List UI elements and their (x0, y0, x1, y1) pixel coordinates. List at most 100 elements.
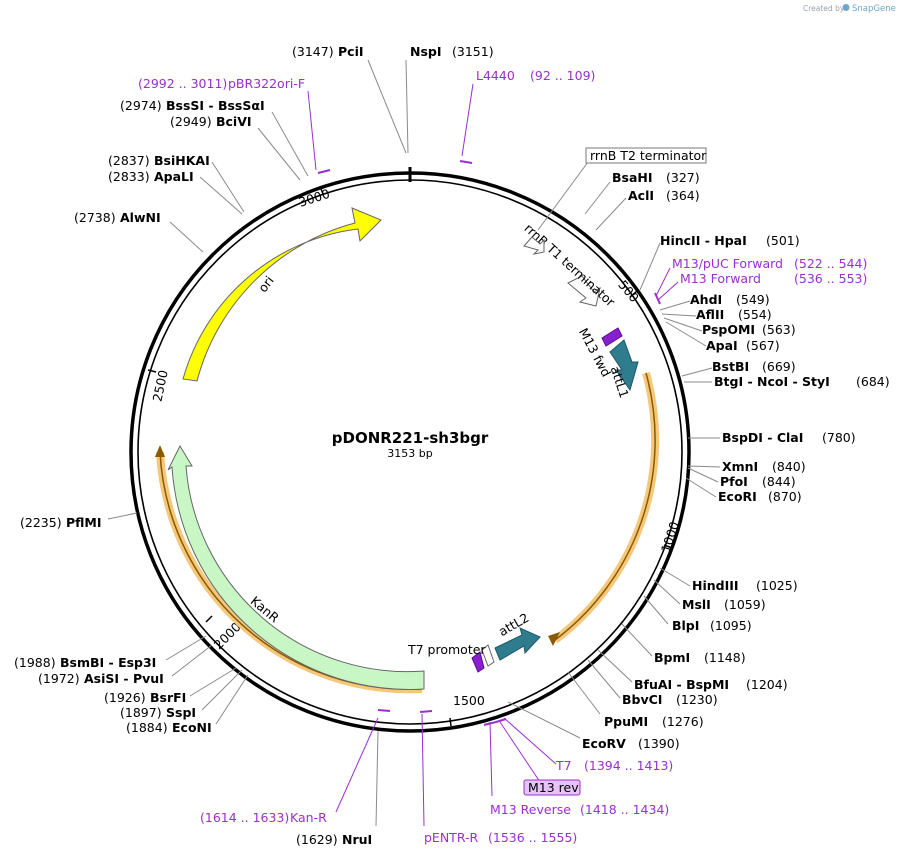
bottom-site-nrui[interactable]: (1629) NruI (296, 730, 379, 847)
right-site-hincii[interactable]: HincII - HpaI (501) (639, 233, 800, 291)
right-site-bspdi[interactable]: BspDI - ClaI (780) (688, 430, 856, 445)
right-site-ahdi[interactable]: AhdI (549) (659, 292, 770, 311)
right-site-ecorv[interactable]: EcoRV (1390) (507, 701, 680, 751)
tick-3000: 3000 (297, 185, 332, 210)
right-site-xmni[interactable]: XmnI (840) (687, 459, 806, 474)
top-site-pci[interactable]: (3147) PciI (292, 44, 407, 154)
svg-text:AflII: AflII (696, 307, 724, 322)
svg-text:HincII - HpaI: HincII - HpaI (660, 233, 747, 248)
left-site-bsihkai[interactable]: (2837) BsiHKAI (108, 153, 245, 213)
right-site-bsahi[interactable]: BsaHI (327) (584, 170, 700, 215)
svg-text:AsiSI - PvuI: AsiSI - PvuI (84, 671, 164, 686)
right-site-blpi[interactable]: BlpI (1095) (643, 595, 752, 633)
svg-text:(1972): (1972) (38, 671, 80, 686)
right-site-ecori[interactable]: EcoRI (870) (685, 477, 802, 504)
primer-m13-rev[interactable]: M13 rev (499, 721, 581, 796)
left-site-sspi[interactable]: (1897) SspI (120, 669, 243, 720)
t7-promoter-feature[interactable] (481, 644, 495, 667)
svg-text:(563): (563) (762, 322, 796, 337)
left-site-bcivi[interactable]: (2949) BciVI (170, 114, 301, 181)
m13-fwd-feature[interactable] (601, 327, 623, 347)
primer-m13-reverse[interactable]: M13 Reverse (1418 .. 1434) (489, 721, 669, 817)
svg-text:BsiHKAI: BsiHKAI (154, 153, 210, 168)
primer-t7[interactable]: T7 (1394 .. 1413) (503, 717, 673, 773)
svg-text:PflMI: PflMI (66, 515, 102, 530)
svg-text:BbvCI: BbvCI (622, 692, 662, 707)
svg-text:(1536 .. 1555): (1536 .. 1555) (488, 830, 577, 845)
rrnB-T1-feature[interactable] (567, 275, 601, 307)
attL1-highlight (552, 371, 660, 644)
svg-text:M13 Reverse: M13 Reverse (490, 802, 571, 817)
primer-marks (317, 160, 661, 726)
left-site-econi[interactable]: (1884) EcoNI (126, 674, 249, 735)
svg-text:BsrFI: BsrFI (150, 690, 186, 705)
left-site-alwni[interactable]: (2738) AlwNI (74, 210, 204, 253)
svg-text:BsmBI - Esp3I: BsmBI - Esp3I (60, 655, 156, 670)
primer-pBR322ori-F[interactable]: (2992 .. 3011) pBR322ori-F (138, 76, 317, 171)
svg-text:(780): (780) (822, 430, 856, 445)
svg-text:PspOMI: PspOMI (702, 322, 755, 337)
svg-text:BsaHI: BsaHI (612, 170, 653, 185)
svg-text:(1095): (1095) (710, 618, 752, 633)
svg-text:L4440: L4440 (476, 68, 515, 83)
svg-text:1000: 1000 (658, 520, 682, 555)
right-site-bpmi[interactable]: BpmI (1148) (621, 623, 746, 665)
kanR-feature[interactable] (167, 444, 425, 690)
svg-text:M13 Forward: M13 Forward (680, 271, 761, 286)
top-site-nspi[interactable]: NspI (3151) (405, 44, 494, 154)
svg-text:2500: 2500 (150, 369, 171, 403)
svg-text:T7: T7 (555, 758, 572, 773)
svg-text:(1988): (1988) (14, 655, 56, 670)
right-site-bbvci[interactable]: BbvCI (1230) (587, 659, 718, 707)
rrnB-T2-feature[interactable] (523, 236, 545, 255)
tick-1500: 1500 (449, 693, 485, 727)
svg-text:EcoRV: EcoRV (582, 736, 626, 751)
primer-m13-puc-forward[interactable]: M13/pUC Forward (522 .. 544) (655, 256, 867, 297)
right-site-apai[interactable]: ApaI (567) (665, 321, 780, 353)
svg-text:(567): (567) (746, 338, 780, 353)
primer-pentr-r[interactable]: pENTR-R (1536 .. 1555) (421, 713, 577, 845)
svg-text:(3151): (3151) (452, 44, 494, 59)
left-site-bsssi[interactable]: (2974) BssSI - BssSαI (120, 98, 309, 177)
svg-text:(2992 .. 3011): (2992 .. 3011) (138, 76, 227, 91)
right-site-pspomi[interactable]: PspOMI (563) (663, 317, 796, 337)
svg-text:(554): (554) (738, 307, 772, 322)
svg-text:(1418 .. 1434): (1418 .. 1434) (580, 802, 669, 817)
svg-text:MslI: MslI (682, 597, 711, 612)
svg-text:(669): (669) (762, 359, 796, 374)
svg-text:ApaI: ApaI (706, 338, 738, 353)
attL1-feature[interactable] (609, 339, 639, 392)
primer-m13-forward[interactable]: M13 Forward (536 .. 553) (657, 271, 867, 301)
rrnB-T2-label: rrnB T2 terminator (590, 148, 707, 163)
primer-kan-r[interactable]: (1614 .. 1633) Kan-R (200, 717, 379, 825)
svg-text:(2738): (2738) (74, 210, 116, 225)
svg-text:3000: 3000 (297, 186, 332, 210)
primer-L4440[interactable]: L4440 (92 .. 109) (461, 68, 595, 157)
t7-promoter-primer-arrow (471, 651, 485, 673)
attL2-feature[interactable] (494, 627, 541, 661)
plasmid-name: pDONR221-sh3bgr (332, 429, 489, 447)
svg-text:EcoNI: EcoNI (172, 720, 212, 735)
attL1-span-line (554, 372, 656, 641)
svg-text:AhdI: AhdI (690, 292, 722, 307)
right-site-bfuai[interactable]: BfuAI - BspMI (1204) (597, 649, 788, 692)
brand-prefix: Created by (803, 4, 845, 13)
right-site-pfoi[interactable]: PfoI (844) (687, 467, 796, 489)
left-site-bsrfi[interactable]: (1926) BsrFI (104, 667, 237, 705)
right-site-ppumi[interactable]: PpuMI (1276) (567, 671, 704, 729)
left-site-asisi[interactable]: (1972) AsiSI - PvuI (38, 644, 213, 686)
right-site-hindiii[interactable]: HindIII (1025) (659, 567, 798, 593)
svg-text:(840): (840) (772, 459, 806, 474)
right-site-aflii[interactable]: AflII (554) (661, 307, 772, 322)
left-site-pflmi[interactable]: (2235) PflMI (20, 512, 138, 530)
right-site-msli[interactable]: MslI (1059) (653, 579, 766, 612)
ori-feature[interactable] (182, 207, 382, 382)
right-site-bstbi[interactable]: BstBI (669) (681, 359, 796, 377)
right-site-acli[interactable]: AclI (364) (595, 188, 700, 231)
left-site-bsmbi[interactable]: (1988) BsmBI - Esp3I (14, 635, 207, 670)
left-site-apali[interactable]: (2833) ApaLI (108, 169, 243, 215)
svg-text:BpmI: BpmI (654, 650, 690, 665)
svg-text:(92 .. 109): (92 .. 109) (530, 68, 595, 83)
right-site-btgi[interactable]: BtgI - NcoI - StyI (684) (684, 374, 890, 389)
svg-text:BciVI: BciVI (216, 114, 252, 129)
